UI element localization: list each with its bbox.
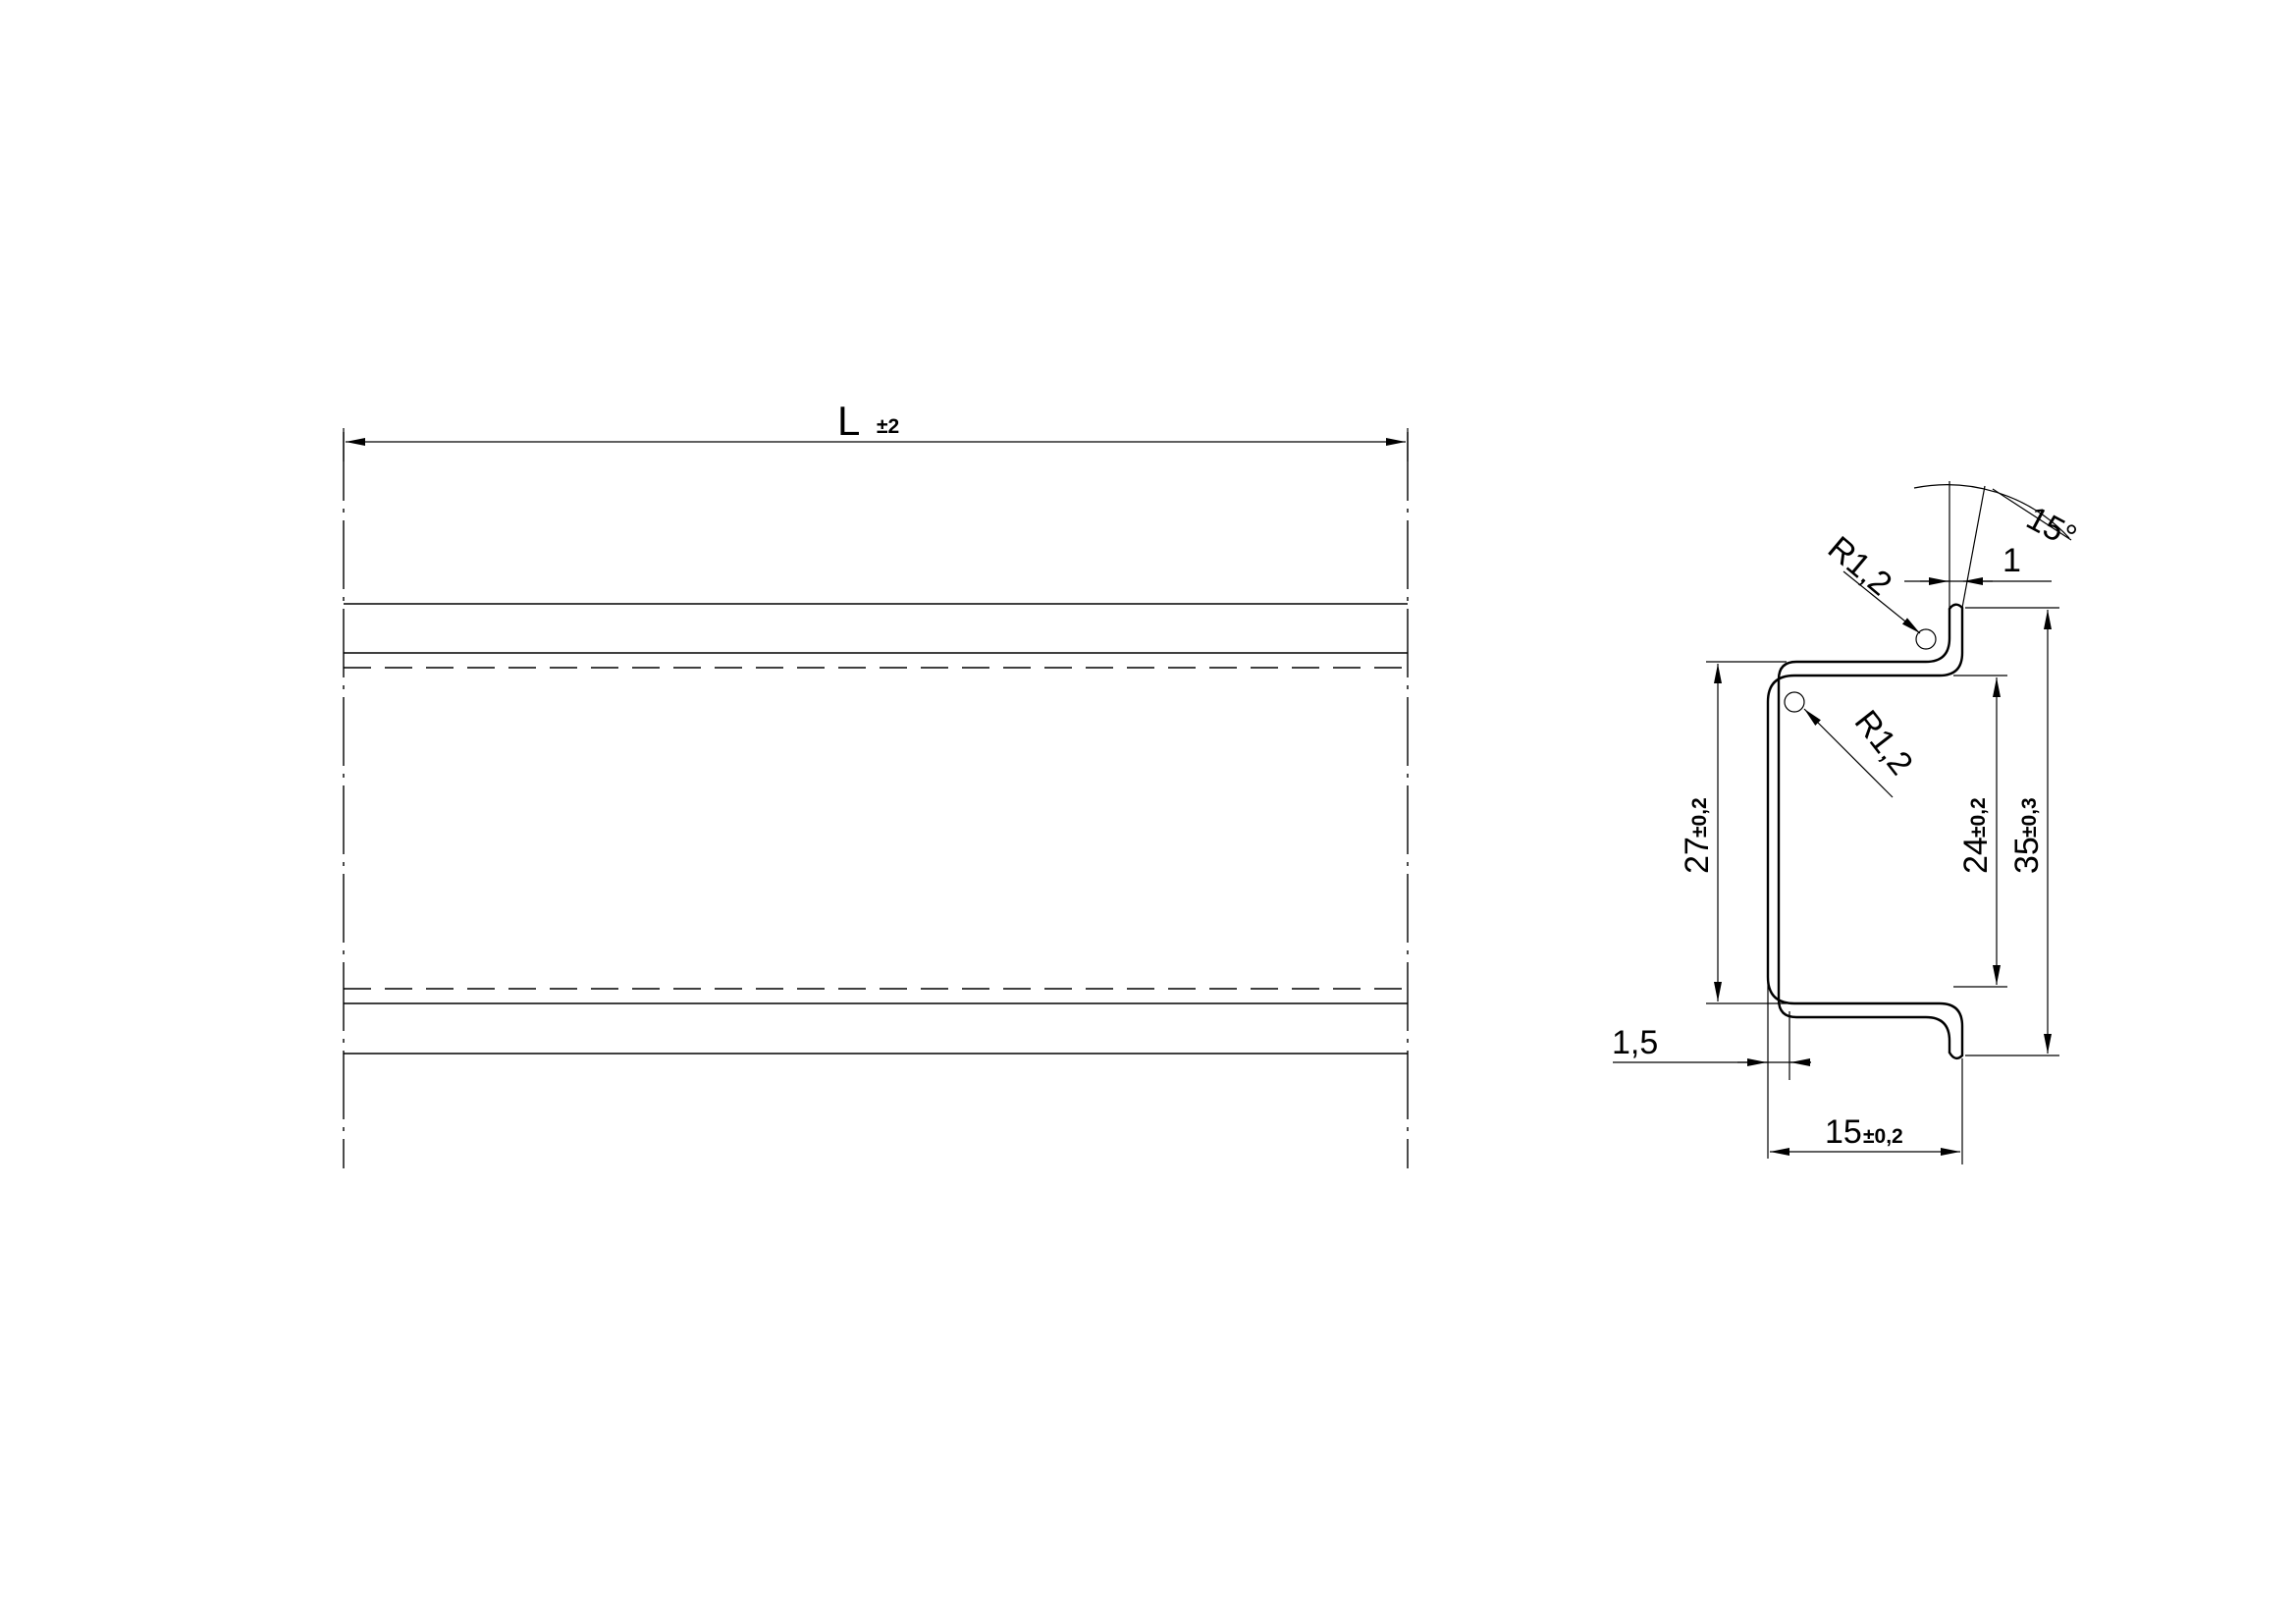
h24-tolerance: ±0,2 (1967, 797, 1990, 838)
angle-label: 15° (2020, 500, 2082, 557)
h27-label: 27 (1679, 837, 1716, 874)
rail-lip-bottom (1948, 1051, 1964, 1060)
inner-radius-leader (1803, 708, 1894, 798)
top-radius-leader (1842, 570, 1921, 634)
length-label: L (837, 398, 860, 444)
rail-lip-top (1948, 603, 1964, 611)
wall-thickness-label: 1,5 (1612, 1024, 1658, 1061)
rail-profile-inner (1777, 607, 1951, 1055)
w15-label: 15 (1825, 1113, 1862, 1151)
lip-thickness-label: 1 (2002, 542, 2021, 579)
h24-label: 24 (1957, 837, 1995, 874)
profile-view: 15° R1,2 1 R1,2 27 ±0,2 24 ±0,2 35 ±0,3 (1612, 481, 2082, 1164)
h35-tolerance: ±0,3 (2018, 797, 2041, 838)
w15-tolerance: ±0,2 (1863, 1125, 1903, 1148)
angle-slanted-ref (1961, 485, 1986, 609)
top-radius-label: R1,2 (1821, 529, 1898, 603)
inner-radius-label: R1,2 (1847, 704, 1920, 783)
rail-profile-outer (1766, 606, 1964, 1057)
h27-tolerance: ±0,2 (1688, 797, 1711, 838)
h35-label: 35 (2008, 837, 2046, 874)
length-tolerance: ±2 (877, 415, 899, 438)
side-view: L ±2 (343, 398, 1409, 1168)
angle-leader (1992, 488, 2072, 541)
inner-radius-circle (1784, 691, 1805, 713)
top-radius-circle (1915, 628, 1937, 650)
